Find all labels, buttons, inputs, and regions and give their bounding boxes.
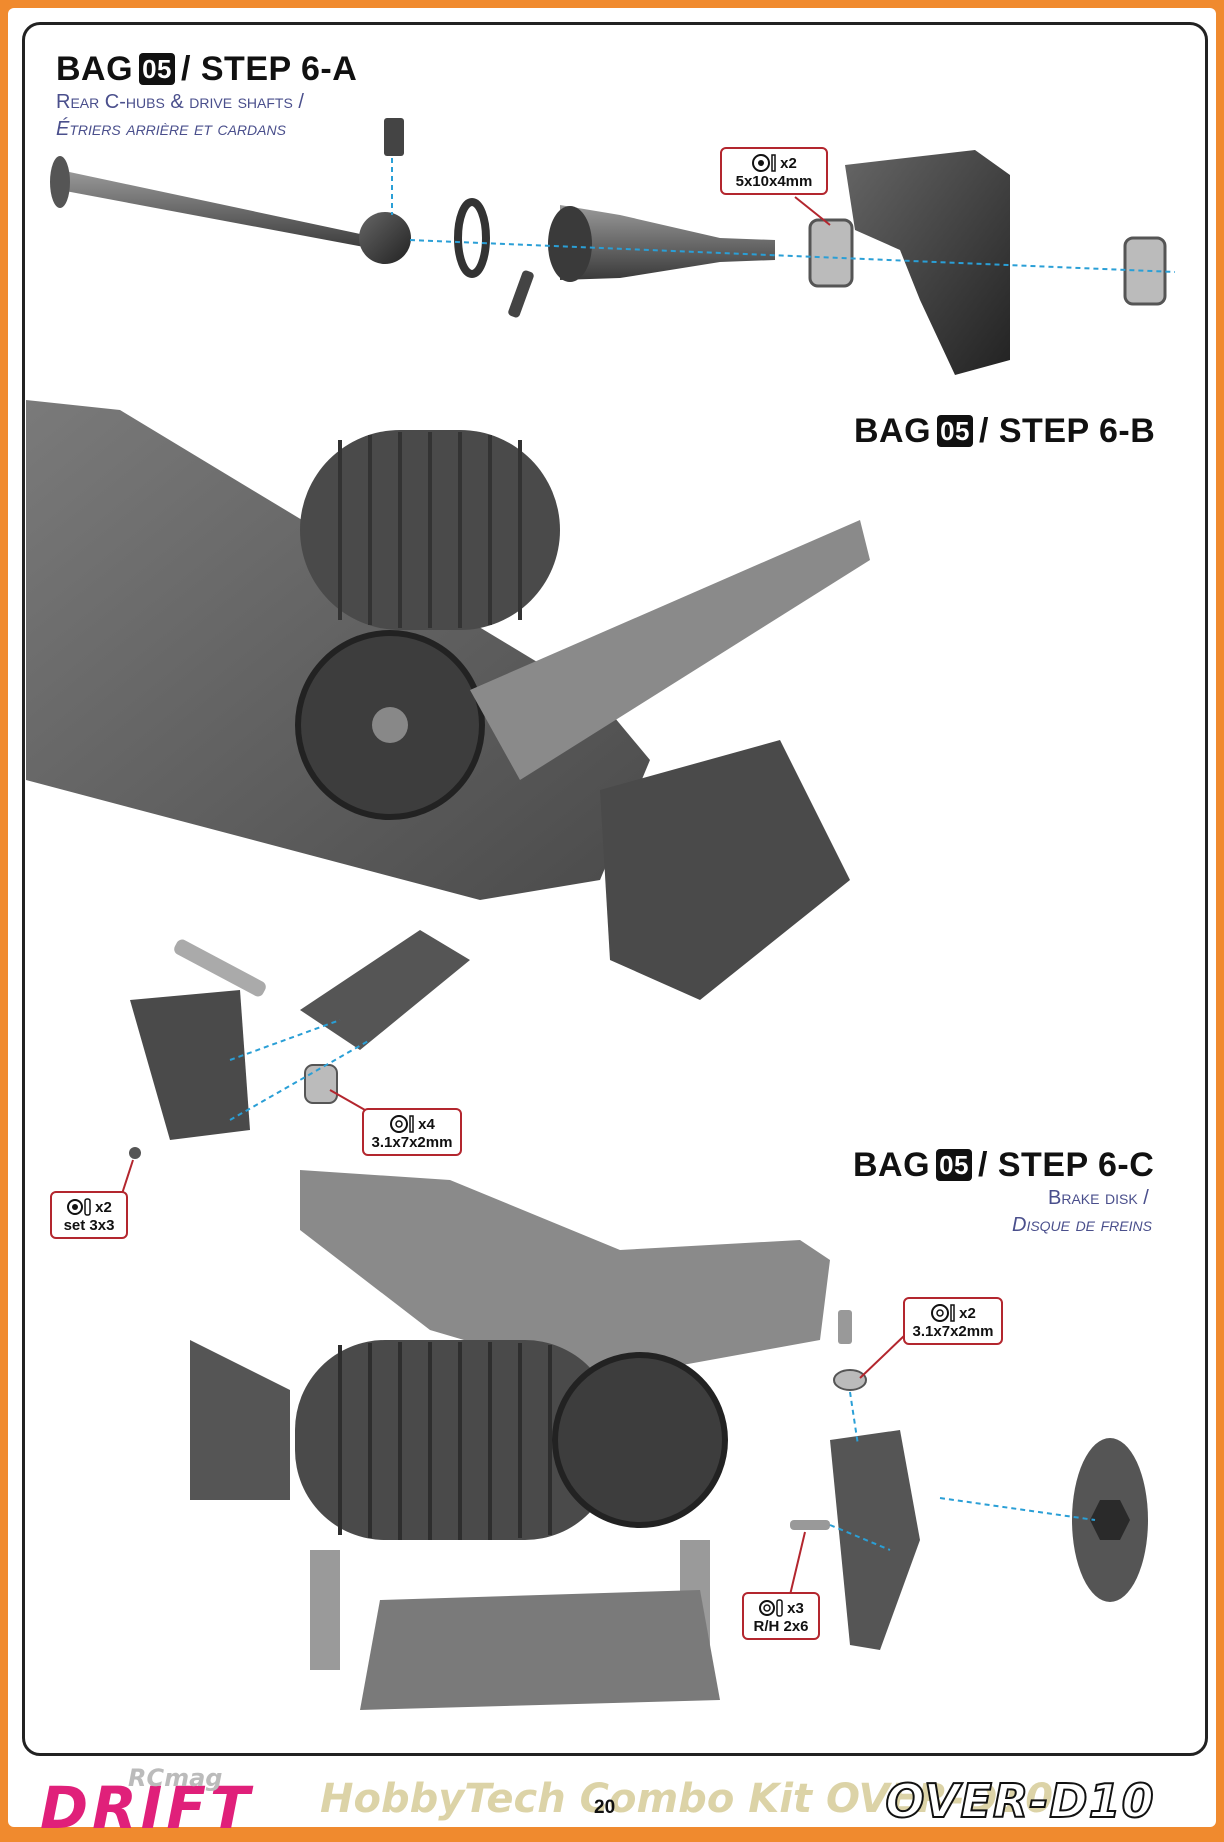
washer-b-qty: x4: [418, 1115, 435, 1133]
setscrew-qty: x2: [95, 1198, 112, 1216]
bearing-1: [808, 218, 854, 288]
step-label: / STEP 6-B: [978, 412, 1156, 450]
drive-shaft-end: [50, 156, 70, 208]
step-6c-subtitle-en: Brake disk /: [1048, 1187, 1149, 1209]
screw-c-size: R/H 2x6: [753, 1618, 809, 1635]
washer-c-size: 3.1x7x2mm: [912, 1323, 994, 1340]
bearing-label: x2 5x10x4mm: [720, 147, 828, 195]
step-label: / STEP 6-C: [977, 1146, 1155, 1184]
bag-label: BAG: [854, 412, 932, 450]
drive-shaft-ball: [359, 212, 411, 264]
bag-number-badge: 05: [936, 1149, 972, 1181]
left-hub-c: [190, 1340, 290, 1500]
bag-label: BAG: [56, 50, 134, 88]
washer-c-qty: x2: [959, 1304, 976, 1322]
right-hub-c: [830, 1430, 920, 1650]
screw-icon: [759, 1599, 783, 1617]
step-6c-assembly: [190, 1170, 1148, 1710]
screw-c: [790, 1520, 830, 1530]
motor-c: [295, 1340, 615, 1540]
washer-c: [833, 1369, 867, 1391]
washer-icon: [390, 1115, 414, 1133]
step-6a-parts: [50, 118, 1176, 375]
ball-stud-c: [838, 1310, 852, 1344]
leader-lines-c: [829, 1391, 1096, 1551]
brake-disk-hex: [1090, 1500, 1130, 1540]
bag-number-badge: 05: [139, 53, 175, 85]
axle-cup: [548, 206, 592, 282]
bag-number-badge: 05: [937, 415, 973, 447]
washer-b: [304, 1064, 338, 1104]
step-6a-subtitle-en: Rear C-hubs & drive shafts /: [56, 91, 304, 113]
setscrew-b: [129, 1147, 141, 1159]
drive-shaft: [60, 170, 380, 250]
bearing-size: 5x10x4mm: [735, 173, 813, 190]
setscrew-label: x2 set 3x3: [50, 1191, 128, 1239]
hinge-pin-b: [174, 939, 266, 997]
part-pointers: [119, 196, 906, 1596]
washer-b-label: x4 3.1x7x2mm: [362, 1108, 462, 1156]
step-6c-subtitle-fr: Disque de freins: [1012, 1214, 1152, 1236]
washer-b-size: 3.1x7x2mm: [371, 1134, 453, 1151]
washer-c-label: x2 3.1x7x2mm: [903, 1297, 1003, 1345]
axle-pin: [508, 270, 534, 318]
suspension-arm-b: [300, 930, 470, 1050]
leader-lines-b: [229, 1019, 371, 1121]
spur-gear-c: [552, 1352, 728, 1528]
motor-fins-b: [338, 432, 522, 628]
bearing-qty: x2: [780, 154, 797, 172]
setscrew-icon: [67, 1198, 91, 1216]
motor-fins-c: [338, 1342, 552, 1540]
kit-watermark: HobbyTech Combo Kit OVER-D10: [320, 1776, 1054, 1822]
drive-pin: [384, 118, 404, 156]
screw-c-label: x3 R/H 2x6: [742, 1592, 820, 1640]
c-hub-b: [130, 990, 250, 1140]
bearing-icon: [752, 154, 776, 172]
page-number: 20: [594, 1797, 616, 1818]
axle: [560, 205, 775, 280]
step-label: / STEP 6-A: [180, 50, 358, 88]
bag-label: BAG: [853, 1146, 931, 1184]
leg-left-c: [310, 1550, 340, 1670]
drift-logo: DRIFT: [40, 1774, 254, 1842]
o-ring: [454, 198, 490, 278]
site-watermark: RCmag: [128, 1764, 223, 1792]
base-plate-c: [360, 1590, 720, 1710]
step-6a-subtitle-fr: Étriers arrière et cardans: [56, 118, 286, 140]
top-plate-c: [300, 1170, 830, 1380]
setscrew-size: set 3x3: [63, 1217, 115, 1234]
battery-box-b: [600, 740, 850, 1000]
over-d10-logo: OVER-D10: [884, 1774, 1155, 1828]
leader-lines-a: [391, 158, 1176, 273]
spur-hub-b: [372, 707, 408, 743]
step-6b-chassis: [26, 400, 870, 1159]
bearing-2: [1123, 236, 1167, 306]
motor-mount-b: [470, 520, 870, 780]
washer-icon: [931, 1304, 955, 1322]
screw-c-qty: x3: [787, 1599, 804, 1617]
